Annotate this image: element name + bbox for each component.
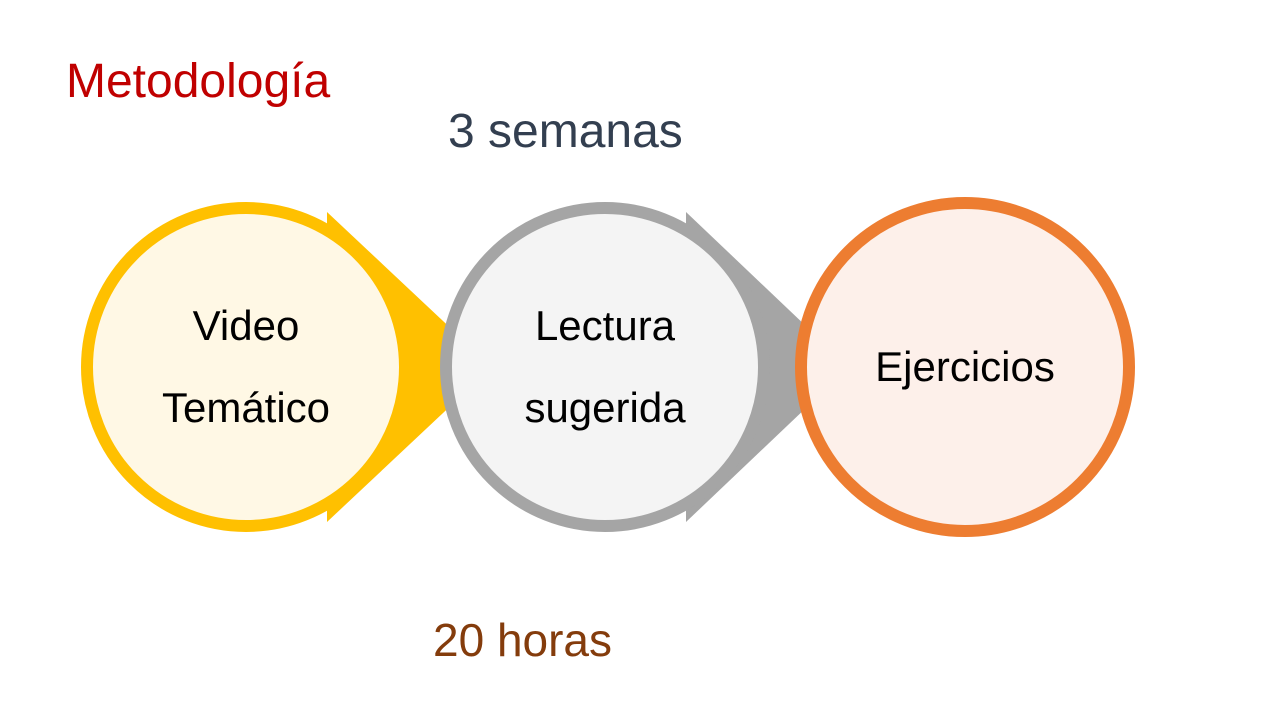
step-1-label-line-1: Video bbox=[192, 302, 300, 349]
step-1-label-line-2: Temático bbox=[161, 384, 331, 431]
step-2-label-line-1: Lectura bbox=[534, 302, 676, 349]
hours-label: 20 horas bbox=[433, 614, 613, 666]
step-2-circle bbox=[440, 202, 770, 532]
step-3-label-line-1: Ejercicios bbox=[875, 343, 1055, 390]
step-2-label-line-2: sugerida bbox=[524, 384, 686, 431]
duration-label: 3 semanas bbox=[448, 105, 683, 158]
step-1-circle bbox=[81, 202, 411, 532]
step-1-label: Video Temático bbox=[116, 237, 376, 497]
step-3-circle bbox=[795, 197, 1135, 537]
step-2-label: Lectura sugerida bbox=[475, 237, 735, 497]
slide-title: Metodología bbox=[66, 55, 331, 108]
step-3-label: Ejercicios bbox=[835, 237, 1095, 497]
